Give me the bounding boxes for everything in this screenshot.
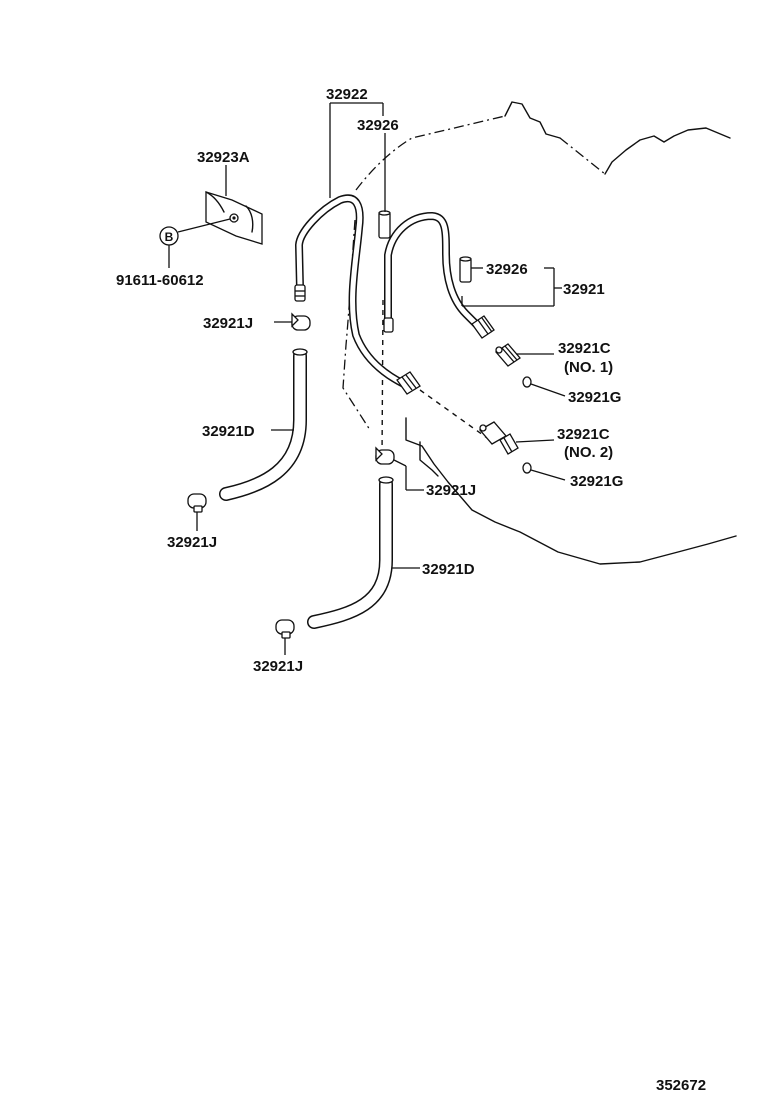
label-32926-right: 32926 (486, 261, 528, 278)
label-32921D-left: 32921D (202, 423, 255, 440)
gasket-32921G-lower (522, 462, 532, 474)
union-32921C-no2 (478, 421, 519, 455)
fitting-32921-end (471, 315, 495, 339)
leader-lines (196, 102, 566, 655)
fitting-32922-end (396, 371, 421, 395)
label-no2: (NO. 2) (564, 444, 613, 461)
bracket-32923A (205, 191, 263, 245)
label-32921J-middle: 32921J (426, 482, 476, 499)
label-32921: 32921 (563, 281, 605, 298)
label-32921C-no2: 32921C (557, 426, 610, 443)
label-bolt-symbol: B (165, 230, 174, 244)
pipe-32922 (294, 194, 421, 395)
label-32921C-no1: 32921C (558, 340, 611, 357)
label-32921D-lower: 32921D (422, 561, 475, 578)
union-32921C-no1 (495, 343, 521, 367)
pipe-32921 (383, 212, 495, 339)
hose-32921D-left (219, 348, 308, 501)
label-91611-60612: 91611-60612 (116, 272, 204, 289)
label-32922: 32922 (326, 86, 368, 103)
gasket-32921G-upper (522, 376, 532, 388)
figure-number: 352672 (656, 1077, 706, 1094)
alignment-lines (381, 299, 491, 459)
label-32921G-upper: 32921G (568, 389, 621, 406)
clamp-32921J-upper (291, 312, 311, 331)
clamp-32921J-bottom (275, 619, 295, 639)
label-32926-top: 32926 (357, 117, 399, 134)
hose-32921D-lower (307, 476, 394, 629)
label-32921G-lower: 32921G (570, 473, 623, 490)
label-32921J-bottom: 32921J (253, 658, 303, 675)
clamp-32921J-left (187, 493, 207, 513)
bolt-symbol (159, 218, 231, 268)
label-32923A: 32923A (197, 149, 250, 166)
label-no1: (NO. 1) (564, 359, 613, 376)
sleeve-32926-top (378, 210, 391, 239)
sleeve-32926-right (459, 256, 472, 283)
clamp-32921J-middle (375, 446, 395, 465)
label-32921J-left: 32921J (167, 534, 217, 551)
callout-labels: 32922 32926 32923A B 91611-60612 32926 3… (116, 86, 706, 1094)
label-32921J-upper: 32921J (203, 315, 253, 332)
transmission-case-outline (342, 101, 737, 565)
